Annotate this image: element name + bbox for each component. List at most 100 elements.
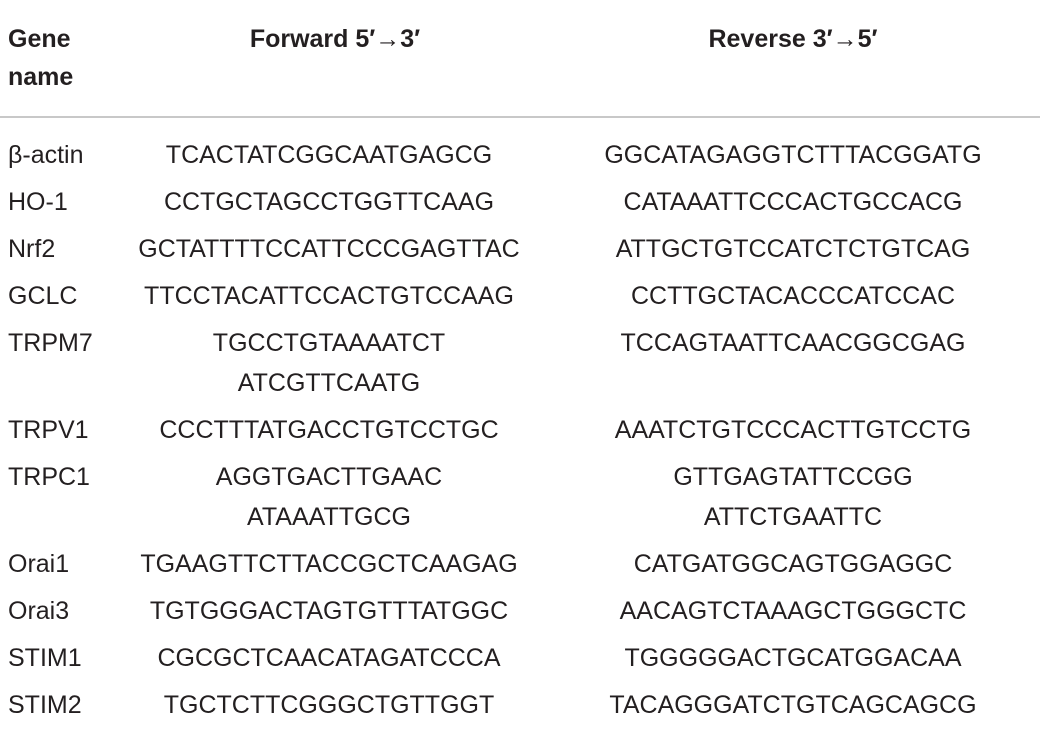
reverse-primer-cell: CATAAATTCCCACTGCCACG bbox=[560, 179, 1040, 226]
forward-primer-cell: CCCTTTATGACCTGTCCTGC bbox=[132, 407, 560, 454]
forward-primer-sequence: TGTGGGACTAGTGTTTATGGC bbox=[150, 591, 508, 631]
reverse-sequence-line: TACAGGGATCTGTCAGCAGCG bbox=[609, 691, 977, 719]
forward-primer-cell: TCACTATCGGCAATGAGCG bbox=[132, 117, 560, 179]
reverse-primer-sequence: TACAGGGATCTGTCAGCAGCG bbox=[609, 685, 976, 725]
reverse-sequence-line: AACAGTCTAAAGCTGGGCTC bbox=[619, 597, 967, 625]
reverse-primer-cell: CATGATGGCAGTGGAGGC bbox=[560, 541, 1040, 588]
forward-primer-cell: CGCGCTCAACATAGATCCCA bbox=[132, 635, 560, 682]
table-row: β-actin TCACTATCGGCAATGAGCG GGCATAGAGGTCTT… bbox=[0, 117, 1040, 179]
reverse-sequence-line: CCTTGCTACACCCATCCAC bbox=[630, 282, 956, 310]
reverse-primer-cell: TACAGGGATCTGTCAGCAGCG bbox=[560, 682, 1040, 729]
reverse-sequence-line: TGGGGGACTGCATGGACAA bbox=[624, 644, 962, 672]
forward-primer-sequence: TGCTCTTCGGGCTGTTGGT bbox=[164, 685, 495, 725]
gene-name-cell: Nrf2 bbox=[8, 235, 56, 263]
header-reverse: Reverse 3′→5′ bbox=[560, 20, 1040, 118]
gene-name-cell: TRPV1 bbox=[8, 416, 89, 444]
forward-primer-sequence: TGCCTGTAAAATCT ATCGTTCAATG bbox=[213, 323, 445, 403]
forward-primer-sequence: GCTATTTTCCATTCCCGAGTTAC bbox=[138, 229, 519, 269]
reverse-sequence-line: ATTGCTGTCCATCTCTGTCAG bbox=[615, 235, 971, 263]
header-gene-line-2: name bbox=[8, 63, 74, 91]
table-body: β-actin TCACTATCGGCAATGAGCG GGCATAGAGGTCTT… bbox=[0, 117, 1040, 729]
forward-sequence-line: TTCCTACATTCCACTGTCCAAG bbox=[144, 282, 514, 310]
forward-sequence-line: ATCGTTCAATG bbox=[237, 369, 421, 397]
reverse-primer-sequence: AAATCTGTCCCACTTGTCCTG bbox=[615, 410, 971, 450]
gene-name-cell: β-actin bbox=[8, 141, 84, 169]
table-row: HO-1 CCTGCTAGCCTGGTTCAAG CATAAATTCCCACTGCC… bbox=[0, 179, 1040, 226]
gene-name-cell: Orai3 bbox=[8, 597, 70, 625]
forward-sequence-line: TGAAGTTCTTACCGCTCAAGAG bbox=[140, 550, 518, 578]
forward-primer-sequence: TCACTATCGGCAATGAGCG bbox=[166, 135, 492, 175]
forward-sequence-line: TCACTATCGGCAATGAGCG bbox=[165, 141, 493, 169]
reverse-primer-cell: GTTGAGTATTCCGG ATTCTGAATTC bbox=[560, 454, 1040, 541]
reverse-sequence-line: GGCATAGAGGTCTTTACGGATG bbox=[604, 141, 982, 169]
reverse-sequence-line: CATGATGGCAGTGGAGGC bbox=[633, 550, 953, 578]
forward-sequence-line: TGTGGGACTAGTGTTTATGGC bbox=[149, 597, 509, 625]
reverse-primer-sequence: TGGGGGACTGCATGGACAA bbox=[624, 638, 961, 678]
primer-table: Gene name Forward 5′→3′ Reverse 3′→5′ β-… bbox=[0, 20, 1040, 729]
forward-sequence-line: CGCGCTCAACATAGATCCCA bbox=[157, 644, 501, 672]
reverse-primer-cell: AACAGTCTAAAGCTGGGCTC bbox=[560, 588, 1040, 635]
reverse-sequence-line: ATTCTGAATTC bbox=[703, 503, 883, 531]
gene-name-cell: STIM2 bbox=[8, 691, 82, 719]
reverse-primer-sequence: CATGATGGCAGTGGAGGC bbox=[634, 544, 953, 584]
header-gene-line-1: Gene bbox=[8, 25, 71, 53]
forward-sequence-line: GCTATTTTCCATTCCCGAGTTAC bbox=[138, 235, 520, 263]
reverse-primer-sequence: GGCATAGAGGTCTTTACGGATG bbox=[604, 135, 981, 175]
reverse-primer-cell: AAATCTGTCCCACTTGTCCTG bbox=[560, 407, 1040, 454]
forward-primer-cell: TGCTCTTCGGGCTGTTGGT bbox=[132, 682, 560, 729]
reverse-primer-sequence: GTTGAGTATTCCGG ATTCTGAATTC bbox=[673, 457, 912, 537]
reverse-sequence-line: AAATCTGTCCCACTTGTCCTG bbox=[614, 416, 972, 444]
reverse-primer-sequence: CATAAATTCCCACTGCCACG bbox=[624, 182, 963, 222]
forward-primer-sequence: TGAAGTTCTTACCGCTCAAGAG bbox=[140, 544, 517, 584]
reverse-sequence-line: CATAAATTCCCACTGCCACG bbox=[623, 188, 963, 216]
forward-primer-sequence: CGCGCTCAACATAGATCCCA bbox=[157, 638, 500, 678]
table-row: Orai1 TGAAGTTCTTACCGCTCAAGAG CATGATGGCAGTG… bbox=[0, 541, 1040, 588]
gene-name-cell: TRPM7 bbox=[8, 329, 93, 357]
gene-name-cell: STIM1 bbox=[8, 644, 82, 672]
reverse-primer-cell: GGCATAGAGGTCTTTACGGATG bbox=[560, 117, 1040, 179]
gene-name-cell: Orai1 bbox=[8, 550, 70, 578]
forward-primer-cell: TTCCTACATTCCACTGTCCAAG bbox=[132, 273, 560, 320]
gene-name-cell: TRPC1 bbox=[8, 463, 90, 491]
forward-primer-sequence: CCTGCTAGCCTGGTTCAAG bbox=[164, 182, 494, 222]
forward-primer-cell: AGGTGACTTGAAC ATAAATTGCG bbox=[132, 454, 560, 541]
table-row: Orai3 TGTGGGACTAGTGTTTATGGC AACAGTCTAAAGCT… bbox=[0, 588, 1040, 635]
table-row: STIM2 TGCTCTTCGGGCTGTTGGT TACAGGGATCTGTCAG… bbox=[0, 682, 1040, 729]
table-header: Gene name Forward 5′→3′ Reverse 3′→5′ bbox=[0, 20, 1040, 118]
forward-sequence-line: TGCTCTTCGGGCTGTTGGT bbox=[163, 691, 495, 719]
forward-primer-cell: TGCCTGTAAAATCT ATCGTTCAATG bbox=[132, 320, 560, 407]
forward-primer-sequence: AGGTGACTTGAAC ATAAATTGCG bbox=[216, 457, 442, 537]
forward-primer-cell: TGAAGTTCTTACCGCTCAAGAG bbox=[132, 541, 560, 588]
forward-primer-cell: CCTGCTAGCCTGGTTCAAG bbox=[132, 179, 560, 226]
forward-primer-sequence: TTCCTACATTCCACTGTCCAAG bbox=[144, 276, 514, 316]
gene-name-cell: GCLC bbox=[8, 282, 78, 310]
reverse-primer-cell: TCCAGTAATTCAACGGCGAG bbox=[560, 320, 1040, 407]
table-row: TRPC1 AGGTGACTTGAAC ATAAATTGCG GTTGAGTATTCC… bbox=[0, 454, 1040, 541]
table-row: GCLC TTCCTACATTCCACTGTCCAAG CCTTGCTACACCCA… bbox=[0, 273, 1040, 320]
forward-sequence-line: ATAAATTGCG bbox=[247, 503, 411, 531]
reverse-sequence-line: TCCAGTAATTCAACGGCGAG bbox=[620, 329, 966, 357]
forward-primer-sequence: CCCTTTATGACCTGTCCTGC bbox=[159, 410, 498, 450]
table-row: STIM1 CGCGCTCAACATAGATCCCA TGGGGGACTGCATGG… bbox=[0, 635, 1040, 682]
reverse-primer-sequence: CCTTGCTACACCCATCCAC bbox=[631, 276, 955, 316]
header-gene-name: Gene name bbox=[0, 20, 132, 118]
table-row: TRPM7 TGCCTGTAAAATCT ATCGTTCAATG TCCAGTAATT… bbox=[0, 320, 1040, 407]
forward-primer-cell: GCTATTTTCCATTCCCGAGTTAC bbox=[132, 226, 560, 273]
header-row: Gene name Forward 5′→3′ Reverse 3′→5′ bbox=[0, 20, 1040, 118]
table-row: Nrf2 GCTATTTTCCATTCCCGAGTTAC ATTGCTGTCCATC… bbox=[0, 226, 1040, 273]
forward-sequence-line: CCTGCTAGCCTGGTTCAAG bbox=[163, 188, 495, 216]
table-row: TRPV1 CCCTTTATGACCTGTCCTGC AAATCTGTCCCACTT… bbox=[0, 407, 1040, 454]
forward-sequence-line: CCCTTTATGACCTGTCCTGC bbox=[159, 416, 499, 444]
reverse-primer-sequence: AACAGTCTAAAGCTGGGCTC bbox=[620, 591, 967, 631]
header-forward: Forward 5′→3′ bbox=[132, 20, 560, 118]
forward-sequence-line: TGCCTGTAAAATCT bbox=[212, 329, 446, 357]
reverse-sequence-line: GTTGAGTATTCCGG bbox=[673, 463, 913, 491]
reverse-primer-sequence: ATTGCTGTCCATCTCTGTCAG bbox=[616, 229, 971, 269]
reverse-primer-sequence: TCCAGTAATTCAACGGCGAG bbox=[621, 323, 966, 363]
reverse-primer-cell: TGGGGGACTGCATGGACAA bbox=[560, 635, 1040, 682]
reverse-primer-cell: ATTGCTGTCCATCTCTGTCAG bbox=[560, 226, 1040, 273]
gene-name-cell: HO-1 bbox=[8, 188, 68, 216]
forward-sequence-line: AGGTGACTTGAAC bbox=[215, 463, 443, 491]
reverse-primer-cell: CCTTGCTACACCCATCCAC bbox=[560, 273, 1040, 320]
